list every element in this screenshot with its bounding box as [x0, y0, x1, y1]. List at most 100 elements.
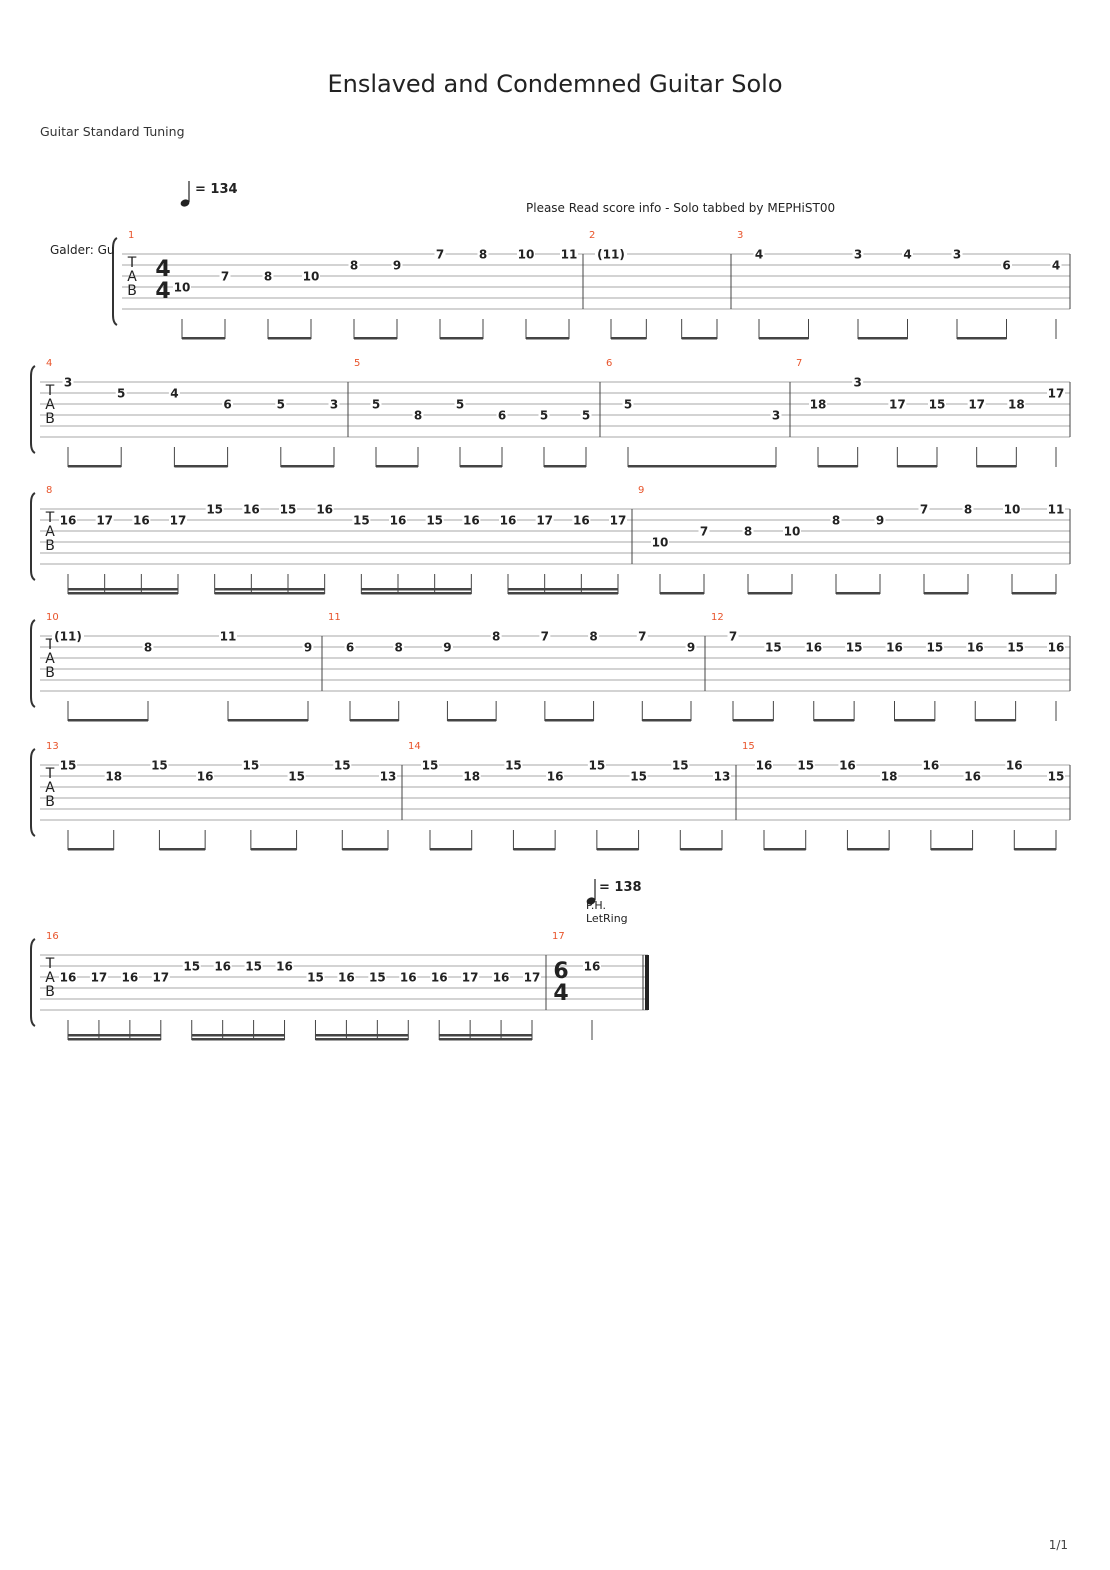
- fret-number: 7: [920, 503, 928, 517]
- fret-mask: [279, 503, 297, 515]
- fret-number: 17: [91, 971, 108, 985]
- fret-mask: [499, 514, 517, 526]
- fret-mask: [441, 641, 453, 653]
- note-beam: [159, 848, 206, 851]
- fret-mask: [115, 387, 127, 399]
- fret-mask: [885, 641, 904, 653]
- fret-mask: [888, 398, 907, 410]
- fret-number: 7: [221, 270, 229, 284]
- fret-number: 10: [784, 525, 801, 539]
- tempo-marking: = 138: [599, 880, 642, 895]
- fret-mask: [219, 270, 231, 282]
- fret-number: 9: [393, 259, 401, 273]
- fret-number: 11: [1048, 503, 1065, 517]
- fret-number: 10: [1004, 503, 1021, 517]
- fret-mask: [496, 409, 508, 421]
- fret-mask: [421, 759, 439, 771]
- fret-number: 5: [372, 398, 380, 412]
- quarter-note-icon: [180, 199, 190, 207]
- note-beam: [439, 1038, 532, 1041]
- fret-mask: [587, 759, 606, 771]
- fret-number: 18: [105, 770, 122, 784]
- note-beam: [930, 848, 973, 851]
- tuning-label: Guitar Standard Tuning: [40, 124, 185, 139]
- note-beam: [376, 465, 418, 468]
- fret-number: 16: [584, 960, 601, 974]
- fret-mask: [770, 409, 782, 421]
- fret-number: 7: [700, 525, 708, 539]
- fret-number: 15: [426, 514, 443, 528]
- page-number: 1/1: [1048, 1538, 1068, 1552]
- track-label: Galder: Gu: [50, 243, 114, 257]
- fret-number: 3: [853, 376, 861, 390]
- measure-number: 16: [46, 931, 59, 942]
- fret-mask: [241, 759, 260, 771]
- fret-number: 16: [431, 971, 448, 985]
- measure-number: 2: [589, 230, 595, 241]
- fret-mask: [963, 770, 982, 782]
- fret-number: 4: [755, 248, 763, 262]
- note-beam: [924, 592, 968, 595]
- fret-number: 3: [854, 248, 862, 262]
- note-beam: [847, 848, 890, 851]
- fret-number: 3: [772, 409, 780, 423]
- fret-number: 8: [744, 525, 752, 539]
- fret-number: 15: [334, 759, 351, 773]
- fret-mask: [434, 248, 446, 260]
- fret-mask: [242, 503, 261, 515]
- fret-number: 6: [1002, 259, 1010, 273]
- fret-mask: [838, 759, 857, 771]
- fret-number: 16: [500, 514, 517, 528]
- fret-mask: [492, 971, 511, 983]
- fret-mask: [151, 971, 170, 983]
- note-beam: [628, 465, 776, 468]
- note-beam: [764, 848, 806, 851]
- tab-clef-letter: A: [45, 970, 55, 986]
- fret-mask: [1001, 259, 1012, 271]
- fret-number: 16: [390, 514, 407, 528]
- measure-number: 6: [606, 358, 612, 369]
- fret-number: 8: [395, 641, 403, 655]
- fret-mask: [302, 270, 320, 282]
- fret-number: 5: [117, 387, 125, 401]
- score-info-text: Please Read score info - Solo tabbed by …: [526, 201, 835, 215]
- fret-mask: [368, 971, 387, 983]
- fret-number: 17: [152, 971, 169, 985]
- fret-mask: [1050, 259, 1062, 271]
- note-beam: [508, 588, 618, 591]
- fret-mask: [918, 503, 930, 515]
- fret-mask: [182, 960, 201, 972]
- fret-mask: [104, 770, 123, 782]
- note-beam: [508, 592, 618, 595]
- fret-number: 7: [729, 630, 737, 644]
- fret-mask: [796, 759, 815, 771]
- fret-mask: [636, 630, 648, 642]
- fret-number: 15: [183, 960, 200, 974]
- fret-number: 15: [288, 770, 305, 784]
- measure-number: 12: [711, 612, 724, 623]
- note-beam: [68, 848, 114, 851]
- fret-number: 17: [889, 398, 906, 412]
- fret-number: 15: [245, 960, 262, 974]
- tab-clef-letter: B: [127, 283, 137, 299]
- fret-mask: [753, 248, 765, 260]
- fret-number: 18: [1008, 398, 1025, 412]
- note-beam: [228, 719, 308, 722]
- fret-mask: [430, 971, 449, 983]
- fret-number: 7: [436, 248, 444, 262]
- fret-mask: [609, 514, 627, 526]
- fret-mask: [196, 770, 215, 782]
- note-beam: [342, 848, 388, 851]
- note-beam: [68, 588, 178, 591]
- fret-number: 3: [330, 398, 338, 412]
- fret-mask: [142, 641, 154, 653]
- fret-number: 17: [610, 514, 627, 528]
- final-barline-thick: [645, 955, 649, 1010]
- note-beam: [680, 848, 722, 851]
- fret-mask: [352, 514, 371, 526]
- fret-mask: [337, 971, 356, 983]
- fret-number: 10: [652, 536, 669, 550]
- fret-mask: [572, 514, 591, 526]
